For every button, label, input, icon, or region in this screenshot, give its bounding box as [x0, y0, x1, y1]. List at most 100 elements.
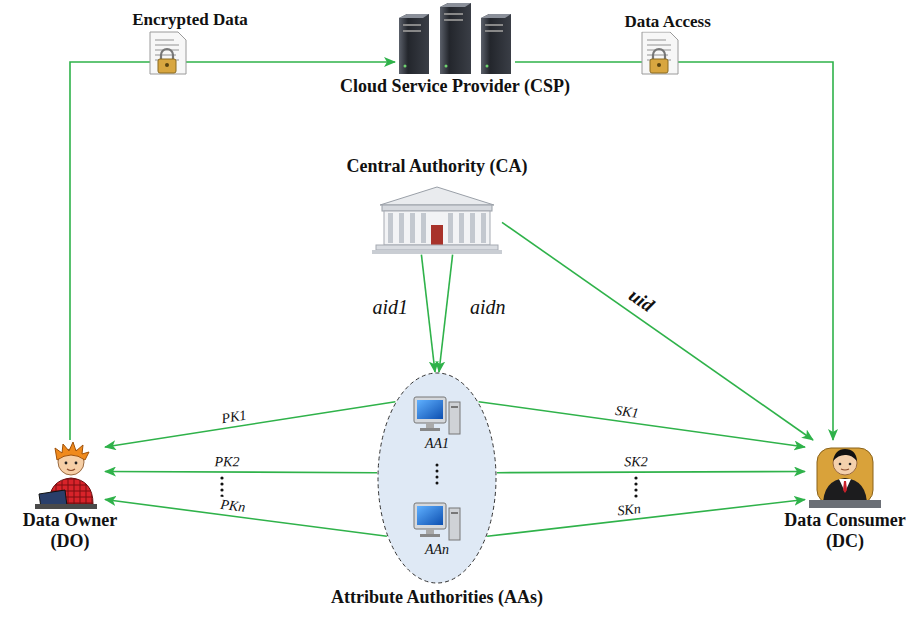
- icon-part: [426, 529, 434, 534]
- icon-part: [449, 402, 460, 434]
- icon-part: [220, 488, 223, 491]
- connector-arrow: [515, 62, 833, 440]
- edge-label: Data Access: [622, 13, 712, 32]
- connector-arrow: [105, 402, 395, 447]
- icon-part: [220, 494, 223, 497]
- connector-arrow: [502, 222, 813, 440]
- icon-part: [399, 14, 429, 18]
- edge-label: aidn: [468, 296, 508, 318]
- icon-part: [436, 464, 439, 467]
- icon-part: [380, 187, 494, 205]
- icon-part: [634, 488, 637, 491]
- authority-node: Central Authority (CA): [337, 156, 537, 255]
- icon-part: [150, 32, 186, 74]
- icon-part: [382, 205, 492, 211]
- computer-icon: [412, 500, 462, 542]
- icon-part: [642, 32, 678, 74]
- ellipsis-dots: [630, 474, 642, 502]
- node-title: Central Authority (CA): [347, 156, 528, 177]
- icon-part: [421, 213, 426, 243]
- icon-part: [833, 449, 857, 461]
- icon-part: [451, 512, 458, 514]
- edge-label: Encrypted Data: [130, 11, 250, 30]
- icon-part: [436, 470, 439, 473]
- icon-part: [414, 397, 446, 423]
- connector-arrow: [439, 255, 453, 372]
- icon-part: [399, 213, 404, 243]
- authority-node: AAn: [412, 500, 462, 558]
- icon-part: [414, 503, 446, 529]
- connector-arrow: [105, 500, 387, 537]
- icon-part: [839, 479, 851, 492]
- icon-part: [420, 428, 440, 431]
- icon-part: [634, 494, 637, 497]
- icon-part: [809, 500, 881, 508]
- node-title: Cloud Service Provider (CSP): [340, 76, 570, 97]
- edge-label: PK1: [219, 407, 250, 427]
- icon-part: [67, 469, 75, 471]
- icon-part: [417, 400, 443, 419]
- connector-arrow: [497, 472, 805, 473]
- icon-part: [55, 442, 89, 460]
- icon-part: [161, 49, 173, 60]
- icon-part: [444, 19, 463, 21]
- icon-part: [449, 508, 460, 540]
- edge-label: SK2: [622, 454, 649, 469]
- data-consumer-figure: [805, 440, 885, 510]
- icon-part: [470, 213, 475, 243]
- icon-part: [155, 40, 179, 60]
- icon-part: [158, 59, 176, 73]
- icon-part: [440, 3, 471, 7]
- icon-part: [481, 14, 511, 18]
- edge-label: SKn: [615, 501, 644, 519]
- icon-part: [440, 3, 471, 74]
- node-title: AAn: [425, 542, 449, 558]
- icon-part: [399, 14, 429, 74]
- icon-part: [35, 504, 97, 509]
- icon-part: [410, 213, 415, 243]
- node-title: Data Consumer (DC): [767, 510, 908, 551]
- icon-part: [485, 30, 503, 32]
- icon-part: [426, 423, 434, 428]
- access-doc-icon: [638, 30, 682, 76]
- icon-part: [634, 482, 637, 485]
- icon-part: [481, 213, 486, 243]
- icon-part: [481, 14, 511, 74]
- icon-part: [372, 250, 502, 254]
- icon-part: [839, 463, 842, 466]
- icon-part: [403, 30, 421, 32]
- edge-label: SK1: [612, 403, 641, 422]
- icon-part: [841, 469, 849, 470]
- icon-part: [165, 63, 169, 67]
- icon-part: [220, 482, 223, 485]
- icon-part: [650, 59, 668, 73]
- server-icon: [395, 2, 515, 76]
- connector-arrow: [421, 255, 435, 372]
- authority-node: AA1: [412, 394, 462, 452]
- icon-part: [444, 13, 463, 15]
- icon-part: [445, 65, 448, 68]
- icon-part: [420, 534, 440, 537]
- icon-part: [404, 65, 407, 68]
- icon-part: [459, 213, 464, 243]
- icon-part: [378, 373, 496, 583]
- authority-group: Attribute Authorities (AAs) AA1 AAn: [377, 372, 497, 584]
- node-title: Attribute Authorities (AAs): [317, 587, 557, 608]
- connector-arrow: [487, 500, 805, 537]
- icon-part: [376, 245, 498, 250]
- edge-label: PK2: [213, 454, 242, 470]
- icon-part: [657, 63, 661, 67]
- icon-part: [451, 406, 458, 408]
- node-title: AA1: [425, 436, 449, 452]
- icon-part: [634, 476, 637, 479]
- icon-part: [403, 24, 421, 26]
- icon-part: [849, 463, 852, 466]
- consumer-node: Data Consumer (DC): [767, 440, 908, 551]
- icon-part: [436, 482, 439, 485]
- edge-label: aid1: [370, 296, 410, 318]
- owner-node: Data Owner (DO): [7, 440, 133, 551]
- data-owner-figure: [35, 440, 105, 510]
- cloud-node: Cloud Service Provider (CSP): [337, 2, 573, 97]
- ellipsis-dots: [216, 474, 228, 502]
